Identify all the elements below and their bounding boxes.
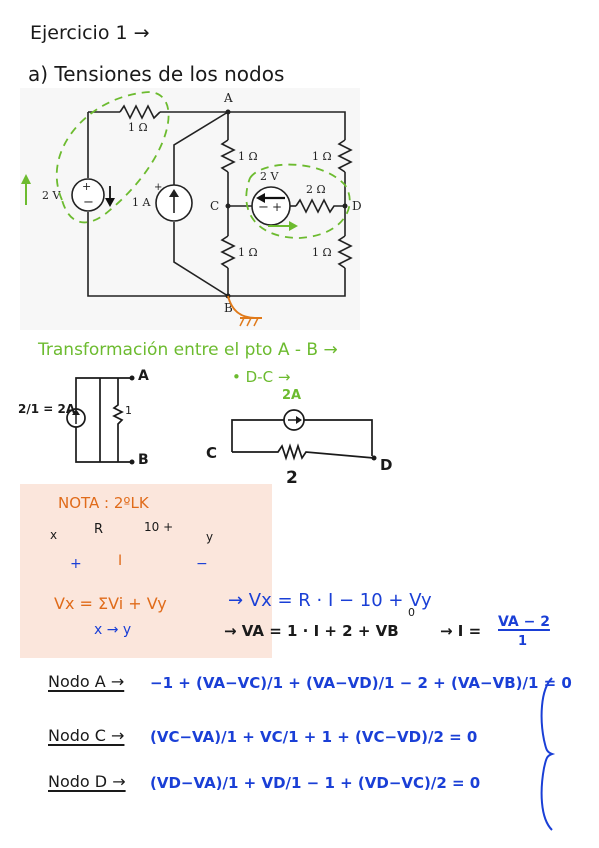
derivation-line1: → Vx = R · I − 10 + Vy [228,590,432,611]
nota-x: x [50,528,58,542]
svg-text:−: − [258,200,269,215]
derivation-frac-den: 1 [518,634,528,649]
node-c-eq: (VC−VA)/1 + VC/1 + 1 + (VC−VD)/2 = 0 [150,728,478,746]
r-ac-label: 1 Ω [238,150,258,163]
r-right-bottom-label: 1 Ω [312,246,332,259]
cd-current-label: 2A [282,388,302,403]
resistor-ac [220,139,236,173]
node-b-label: B [224,301,233,315]
node-a-eq: −1 + (VA−VC)/1 + (VA−VD)/1 − 2 + (VA−VB)… [150,674,572,692]
svg-text:+: + [154,182,162,193]
exercise-heading: Ejercicio 1 → [30,22,150,44]
nota-title: NOTA : 2ºLK [58,494,149,512]
svg-text:+: + [82,180,91,193]
r-right-top-label: 1 Ω [312,150,332,163]
derivation-arrow-i: → I = [440,622,482,640]
r-cb-label: 1 Ω [238,246,258,259]
norton-resistor-value: 1 [125,404,132,417]
r-cd-label: 2 Ω [306,183,326,196]
v-left-label: 2 V [42,189,61,202]
derivation-frac-num: VA − 2 [498,614,550,630]
i-source-label: 1 A [132,196,151,209]
cd-resistor-value: 2 [286,468,298,488]
resistor-right-bottom [337,235,353,269]
nota-minus: − [196,556,208,572]
node-a-label: A [223,91,233,105]
resistor-cd [295,198,345,214]
svg-text:+: + [272,200,282,214]
resistor-top [119,104,161,120]
node-d-eq: (VD−VA)/1 + VD/1 − 1 + (VD−VC)/2 = 0 [150,774,481,792]
node-d-eq-label: Nodo D → [48,772,126,791]
svg-text:−: − [83,195,94,210]
r-top-label: 1 Ω [128,121,148,134]
v-cd-label: 2 V [260,170,279,183]
node-d-label: D [352,199,362,213]
resistor-right-top [337,139,353,173]
nota-src: 10 + [144,520,174,534]
transform-title: Transformación entre el pto A - B → [38,340,338,360]
part-a-heading: a) Tensiones de los nodos [28,62,285,86]
cd-label-d: D [380,456,393,474]
nota-rule: Vx = ΣVi + Vy [54,594,167,613]
transform-subtitle: • D-C → [232,368,291,386]
nota-i: I [118,553,123,569]
node-c-label: C [210,199,219,213]
norton-label-a: A [138,368,149,384]
cd-label-c: C [206,444,218,462]
derivation-zero: 0 [408,606,415,619]
nota-rule-direction: x → y [94,622,132,638]
voltage-source-left [71,178,105,212]
nota-r: R [94,522,104,537]
norton-label-b: B [138,452,149,468]
derivation-line2: → VA = 1 · I + 2 + VB [224,622,399,640]
node-c-eq-label: Nodo C → [48,726,125,745]
nota-plus: + [70,556,82,572]
nota-y: y [206,530,214,544]
node-a-eq-label: Nodo A → [48,672,125,691]
nota-box [20,484,272,658]
resistor-cb [220,235,236,269]
norton-equation: 2/1 = 2A [18,402,76,416]
